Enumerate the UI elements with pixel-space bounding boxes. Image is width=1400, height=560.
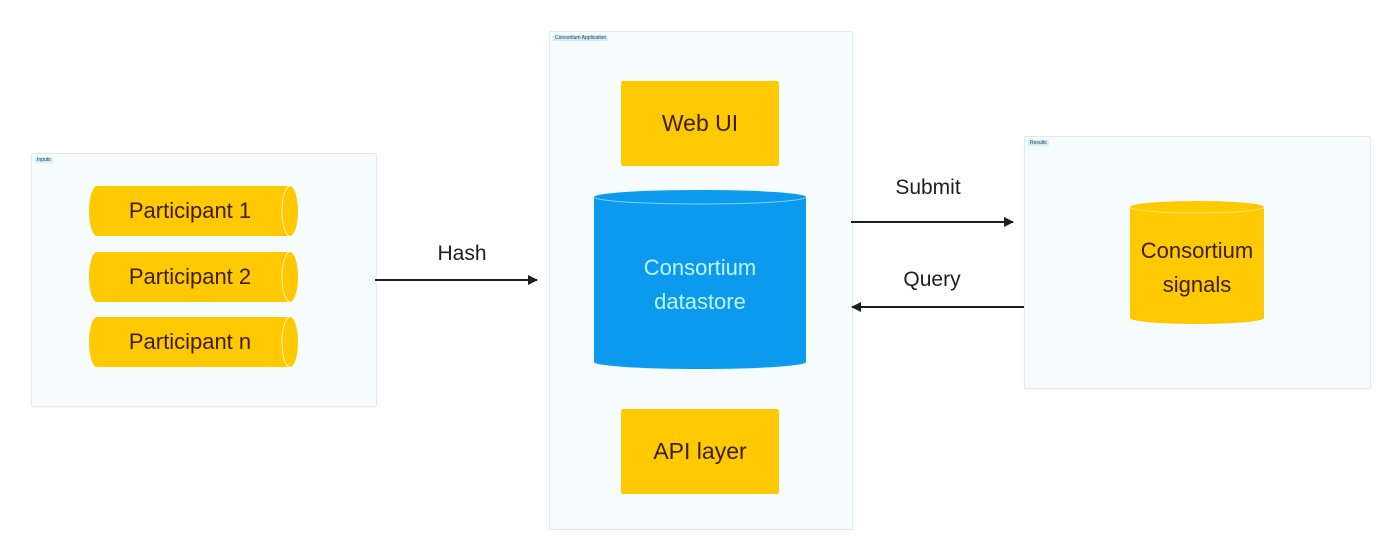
participant-1-label: Participant 1 [128,198,252,223]
participant-n-cylinder[interactable] [89,316,298,368]
submit-arrow-label: Submit [895,176,961,199]
api-layer-box[interactable]: API layer [621,409,779,494]
results-frame-label: Results [1028,140,1049,146]
datastore-label: Consortium datastore [594,250,806,320]
api-layer-label: API layer [653,438,747,464]
consortium-signals-cylinder[interactable] [1129,201,1265,324]
participant-1-cylinder[interactable] [89,185,298,237]
participant-n-label: Participant n [128,329,252,354]
application-frame-label: Consortium Application [553,35,609,41]
signals-label: Consortium signals [1130,233,1264,303]
signals-label-line1: Consortium [1140,238,1254,263]
hash-arrow-label: Hash [437,242,487,265]
datastore-label-line2: datastore [654,289,746,314]
participant-2-cylinder[interactable] [89,251,298,303]
datastore-label-line1: Consortium [643,255,757,280]
consortium-datastore-cylinder[interactable] [593,190,807,369]
query-arrow-label: Query [903,268,961,291]
web-ui-box[interactable]: Web UI [621,81,779,166]
web-ui-label: Web UI [661,110,739,136]
inputs-frame-label: Inputs [35,157,53,163]
signals-label-line2: signals [1162,272,1232,297]
participant-2-label: Participant 2 [128,264,252,289]
